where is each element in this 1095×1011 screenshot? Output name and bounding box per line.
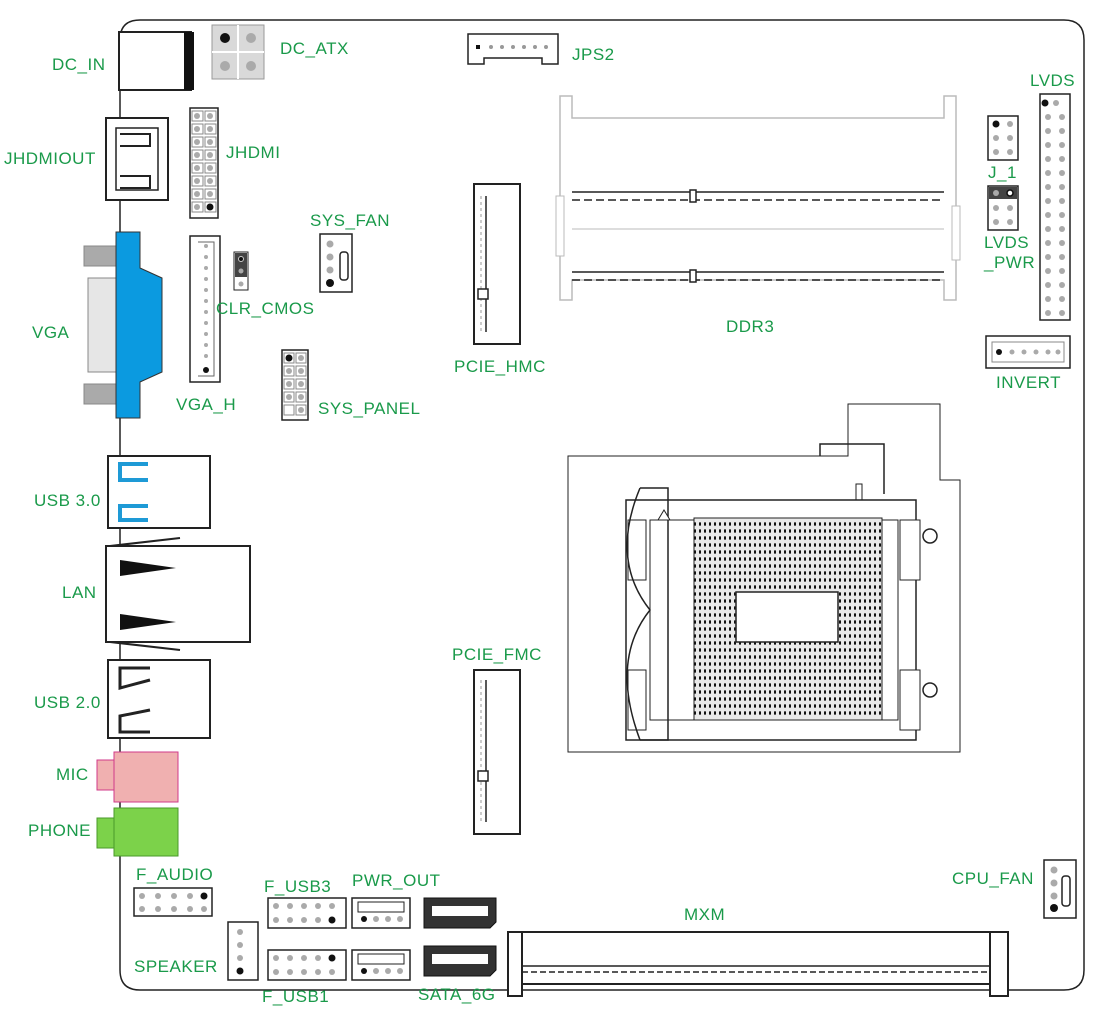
cpu-socket — [567, 403, 961, 753]
label-pcie-hmc: PCIE_HMC — [454, 357, 546, 376]
label-mxm: MXM — [684, 905, 726, 924]
ddr3-slot — [555, 95, 961, 301]
speaker-header — [227, 921, 259, 981]
label-usb30: USB 3.0 — [34, 491, 101, 510]
label-phone: PHONE — [28, 821, 91, 840]
label-sys-fan: SYS_FAN — [310, 211, 391, 230]
label-jps2: JPS2 — [572, 45, 615, 64]
sata-6g-connector-2 — [423, 945, 497, 977]
lvds-header — [1039, 93, 1071, 321]
label-invert: INVERT — [996, 373, 1062, 392]
label-j1: J_1 — [988, 163, 1017, 182]
j1-jumper — [987, 115, 1019, 161]
label-lvds-pwr-line1: LVDS — [984, 233, 1030, 252]
label-speaker: SPEAKER — [134, 957, 218, 976]
mxm-slot — [507, 931, 1009, 997]
label-dc-in: DC_IN — [52, 55, 106, 74]
clr-cmos-jumper — [233, 251, 249, 291]
lvds-pwr-jumper — [987, 185, 1019, 231]
label-pwr-out: PWR_OUT — [352, 871, 441, 890]
sys-fan-header — [319, 233, 353, 293]
label-clr-cmos: CLR_CMOS — [216, 299, 315, 318]
pwr-out-connector — [351, 897, 411, 929]
jps2-header — [467, 33, 559, 65]
jhdmi-header — [189, 107, 219, 219]
f-usb1-header — [267, 949, 347, 981]
vga-port — [83, 231, 163, 419]
label-cpu-fan: CPU_FAN — [952, 869, 1034, 888]
invert-header — [985, 335, 1071, 369]
f-audio-header — [133, 887, 213, 917]
label-lvds: LVDS — [1030, 71, 1076, 90]
pcie-fmc-slot — [473, 669, 521, 835]
cpu-fan-header — [1043, 859, 1077, 919]
phone-jack — [96, 807, 179, 857]
mic-jack — [96, 751, 179, 803]
label-lan: LAN — [62, 583, 97, 602]
vga-h-header — [189, 235, 221, 383]
dc-in-connector — [118, 31, 194, 91]
label-sata-6g: SATA_6G — [418, 985, 496, 1004]
label-ddr3: DDR3 — [726, 317, 775, 336]
label-dc-atx: DC_ATX — [280, 39, 349, 58]
pwr-out-connector-2 — [351, 949, 411, 981]
dc-atx-connector — [211, 24, 265, 80]
label-f-usb1: F_USB1 — [262, 987, 330, 1006]
label-usb20: USB 2.0 — [34, 693, 101, 712]
sys-panel-header — [281, 349, 309, 421]
label-f-usb3: F_USB3 — [264, 877, 332, 896]
label-pcie-fmc: PCIE_FMC — [452, 645, 542, 664]
label-jhdmi: JHDMI — [226, 143, 281, 162]
label-vga: VGA — [32, 323, 70, 342]
usb2-port — [107, 659, 211, 739]
label-sys-panel: SYS_PANEL — [318, 399, 421, 418]
hdmi-out-port — [105, 117, 169, 201]
lan-port — [105, 537, 251, 651]
label-lvds-pwr-line2: _PWR — [984, 253, 1036, 272]
pcie-hmc-slot — [473, 183, 521, 345]
label-vga-h: VGA_H — [176, 395, 237, 414]
sata-6g-connector-1 — [423, 897, 497, 929]
f-usb3-header — [267, 897, 347, 929]
label-jhdmiout: JHDMIOUT — [4, 149, 96, 168]
label-mic: MIC — [56, 765, 89, 784]
usb3-port — [107, 455, 211, 529]
label-f-audio: F_AUDIO — [136, 865, 214, 884]
